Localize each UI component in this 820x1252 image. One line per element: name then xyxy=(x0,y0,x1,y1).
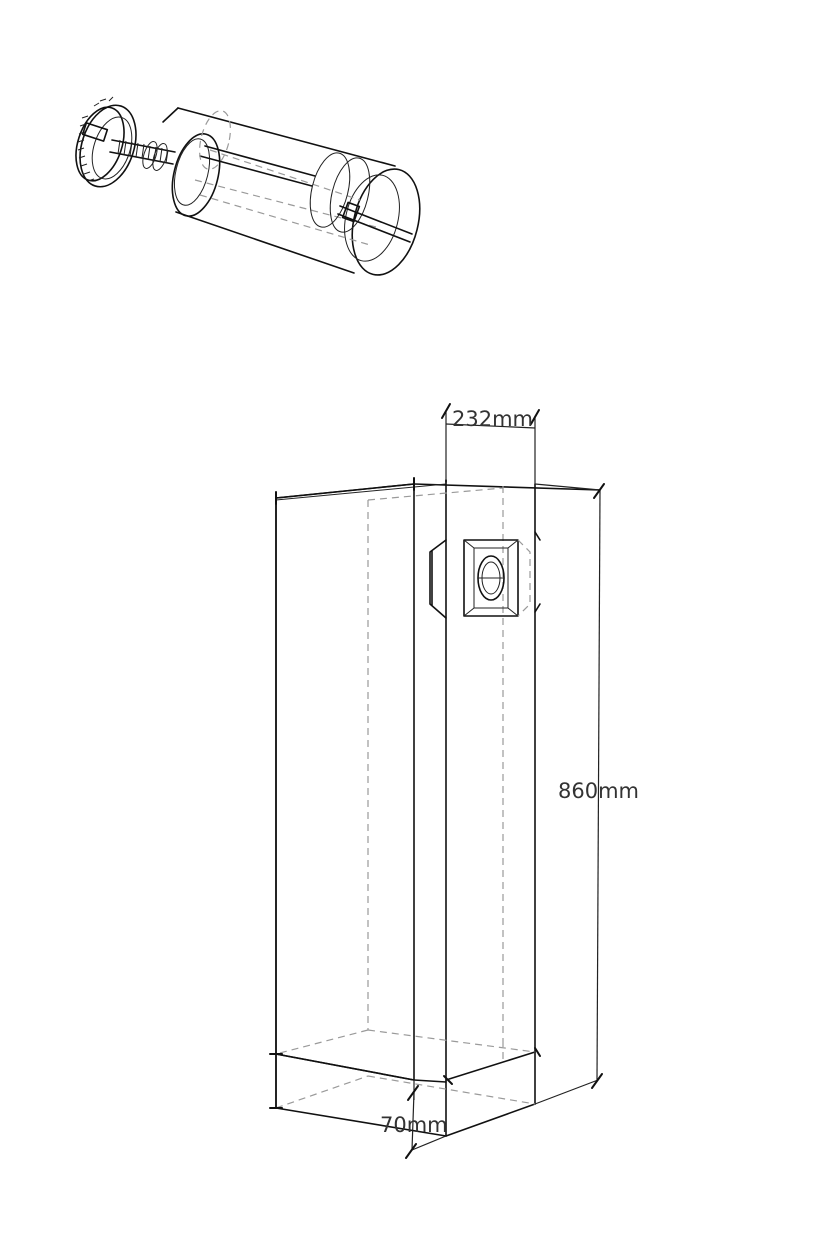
enclosure-left-panel xyxy=(275,483,415,1109)
threaded-shaft xyxy=(109,139,176,171)
enclosure-hidden-edges xyxy=(275,486,536,1109)
dimension-depth-label: 232mm xyxy=(452,407,533,431)
enclosure-window-bracket xyxy=(429,531,541,619)
dimension-height: 860mm xyxy=(534,483,639,1105)
exploded-cylinder-assembly xyxy=(75,96,421,276)
dimension-width: 70mm xyxy=(380,1080,448,1159)
enclosure-top-face xyxy=(275,479,601,501)
enclosure-box xyxy=(269,477,601,1137)
dimension-width-label: 70mm xyxy=(380,1113,448,1137)
dimension-height-label: 860mm xyxy=(558,779,639,803)
cylinder-body xyxy=(162,107,421,276)
dimension-depth: 232mm xyxy=(441,403,540,484)
enclosure-bottom-face xyxy=(275,1053,447,1137)
knob-cap xyxy=(75,96,137,188)
enclosure-front-face xyxy=(413,479,536,1137)
corner-ticks xyxy=(269,477,541,1109)
